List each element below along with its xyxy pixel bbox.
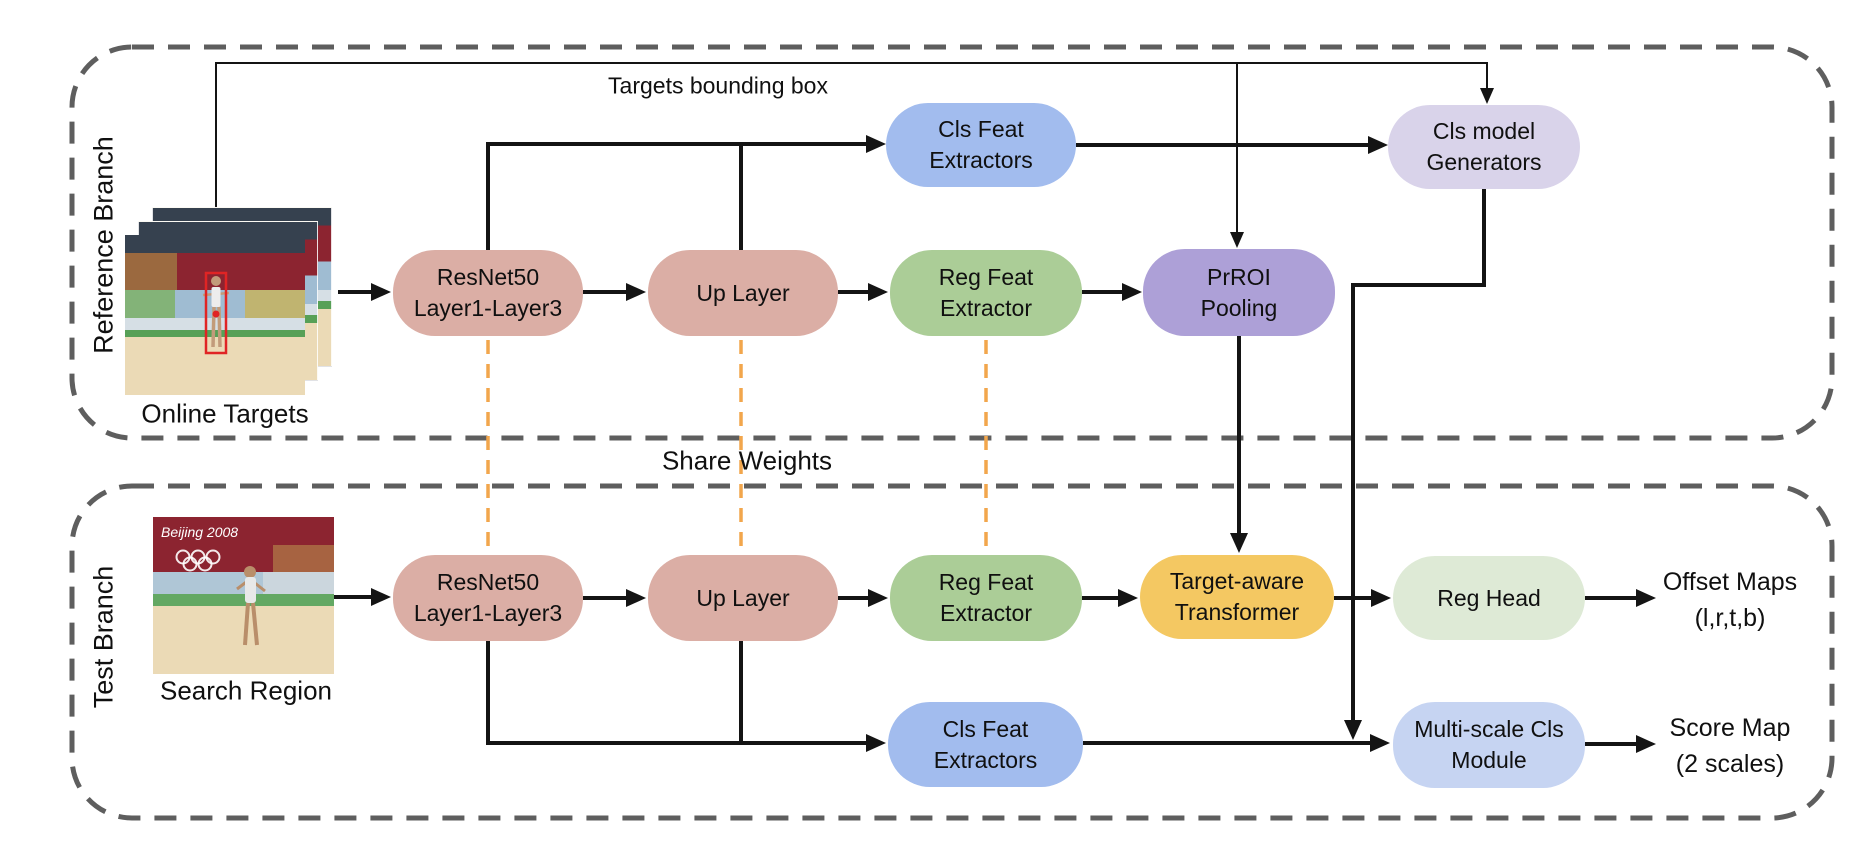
wire-test-resnet-to-uplayer xyxy=(583,589,646,607)
wire-clsmodelgen-to-multiscale xyxy=(1344,189,1486,740)
node-label: Reg Feat xyxy=(938,569,1034,595)
output-line: (2 scales) xyxy=(1675,750,1785,778)
wire-ref-resnet-to-uplayer xyxy=(583,283,646,301)
node-label: Layer1-Layer3 xyxy=(413,295,563,321)
node-label: Reg Feat xyxy=(938,264,1034,290)
reference-branch-container xyxy=(69,44,1835,441)
test-branch-label: Test Branch xyxy=(88,565,119,709)
node-ref-uplayer: Up Layer xyxy=(648,250,838,336)
node-ref-regfeat: Reg Feat Extractor xyxy=(890,250,1082,336)
node-test-resnet: ResNet50 Layer1-Layer3 xyxy=(393,555,583,641)
node-label: Pooling xyxy=(1200,294,1278,321)
node-label: Extractor xyxy=(939,600,1033,626)
node-label: Up Layer xyxy=(696,584,790,611)
wire-test-clsfeat-to-multiscale xyxy=(1083,734,1390,752)
wire-test-resnet-to-clsfeat xyxy=(486,641,886,752)
photo-banner-text: Beijing 2008 xyxy=(161,524,238,540)
share-weights-connectors xyxy=(486,340,988,553)
online-target-frame-front xyxy=(125,235,305,395)
wire-search-region-to-resnet xyxy=(334,588,391,606)
online-targets-caption: Online Targets xyxy=(141,398,309,429)
wire-test-uplayer-to-regfeat xyxy=(838,589,888,607)
node-label: Module xyxy=(1451,747,1527,773)
targets-bounding-box-label: Targets bounding box xyxy=(608,72,828,99)
node-ref-clsfeat: Cls Feat Extractors xyxy=(886,103,1076,187)
node-test-clsfeat: Cls Feat Extractors xyxy=(888,702,1083,787)
node-label: Generators xyxy=(1426,149,1542,175)
node-label: Target-aware xyxy=(1169,568,1305,594)
score-map-output: Score Map (2 scales) xyxy=(1670,710,1791,782)
node-label: Cls Feat xyxy=(942,715,1029,742)
wire-targets-bounding-box xyxy=(215,62,1494,273)
node-test-uplayer: Up Layer xyxy=(648,555,838,641)
wire-ref-uplayer-to-regfeat xyxy=(838,283,888,301)
share-weights-label: Share Weights xyxy=(661,445,833,476)
node-label: ResNet50 xyxy=(436,264,540,290)
node-label: Reg Head xyxy=(1437,584,1541,611)
output-line: Score Map xyxy=(1669,714,1791,742)
search-region-image: Beijing 2008 xyxy=(153,517,334,674)
node-label: Extractors xyxy=(933,746,1038,773)
output-line: (l,r,t,b) xyxy=(1694,604,1766,632)
wire-clsfeat-to-clsmodelgen xyxy=(1076,136,1388,154)
node-test-regfeat: Reg Feat Extractor xyxy=(890,555,1082,641)
target-bounding-box xyxy=(204,271,228,355)
gymnast-figure xyxy=(236,566,266,646)
node-label: ResNet50 xyxy=(436,569,540,595)
node-multiscale-cls-module: Multi-scale Cls Module xyxy=(1393,702,1585,788)
node-label: Cls model xyxy=(1432,118,1536,144)
wire-multiscale-to-scoremap xyxy=(1585,735,1656,753)
node-prroi-pooling: PrROI Pooling xyxy=(1143,249,1335,336)
olympic-rings-icon xyxy=(175,549,221,572)
wire-ref-regfeat-to-prroi xyxy=(1082,283,1142,301)
node-label: Multi-scale Cls xyxy=(1414,716,1564,742)
node-label: Extractor xyxy=(939,295,1033,321)
node-label: Layer1-Layer3 xyxy=(413,600,563,626)
node-label: Cls Feat xyxy=(938,116,1024,142)
output-line: Offset Maps xyxy=(1662,568,1798,596)
offset-maps-output: Offset Maps (l,r,t,b) xyxy=(1663,564,1797,636)
wire-transformer-to-reghead xyxy=(1334,589,1391,607)
wire-reghead-to-offsetmaps xyxy=(1585,589,1656,607)
node-target-aware-transformer: Target-aware Transformer xyxy=(1140,555,1334,639)
reference-branch-label: Reference Branch xyxy=(88,136,119,354)
node-label: Transformer xyxy=(1174,599,1300,625)
wire-ref-resnet-to-clsfeat xyxy=(486,135,886,250)
test-branch-container xyxy=(69,483,1835,821)
node-cls-model-generators: Cls model Generators xyxy=(1388,105,1580,189)
node-ref-resnet: ResNet50 Layer1-Layer3 xyxy=(393,250,583,336)
wire-test-regfeat-to-transformer xyxy=(1082,589,1138,607)
node-label: Up Layer xyxy=(696,279,790,306)
search-region-caption: Search Region xyxy=(160,675,332,706)
wire-prroi-to-transformer xyxy=(1230,336,1248,553)
wire-online-targets-to-resnet xyxy=(338,283,391,301)
target-center-dot xyxy=(212,310,220,318)
node-label: Extractors xyxy=(929,147,1033,173)
node-label: PrROI xyxy=(1207,263,1271,290)
node-reg-head: Reg Head xyxy=(1393,556,1585,640)
